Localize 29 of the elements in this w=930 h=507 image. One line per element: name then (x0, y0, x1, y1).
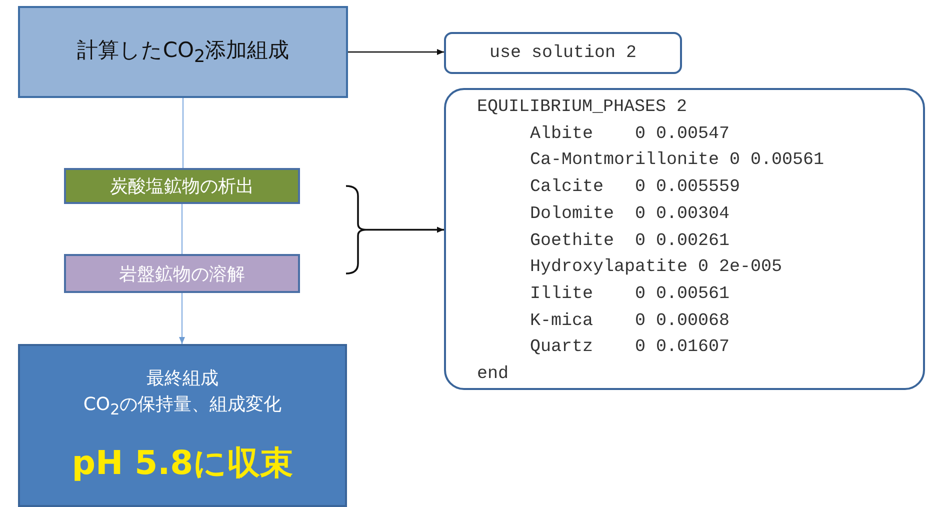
code-box (444, 88, 925, 390)
process-box (64, 254, 300, 293)
arrow (179, 293, 185, 344)
process-box (64, 168, 300, 204)
code-box (444, 32, 682, 74)
description-text: 最終組成 (146, 367, 218, 391)
bracket-arrow (345, 185, 445, 274)
code-line: end (477, 363, 509, 386)
description-text: CO$_{2}$の保持量、組成変化 (83, 393, 282, 421)
result-box (18, 344, 347, 507)
box-label: 計算したCO$_{2}$添加組成 (76, 37, 290, 68)
code-line: EQUILIBRIUM_PHASES 2 (477, 96, 688, 119)
connector-line (181, 204, 183, 254)
code-line: Hydroxylapatite 0 2e-005 (530, 256, 782, 280)
connector-line (182, 98, 184, 168)
code-line: use solution 2 (489, 42, 637, 65)
box-label: 炭酸塩鉱物の析出 (110, 175, 254, 198)
code-line: Illite 0 0.00561 (530, 282, 730, 306)
code-line: Ca-Montmorillonite 0 0.00561 (530, 149, 824, 172)
code-line: Goethite 0 0.00261 (530, 230, 730, 253)
code-line: Dolomite 0 0.00304 (530, 202, 730, 226)
process-box (18, 6, 348, 98)
code-line: Calcite 0 0.005559 (530, 176, 740, 200)
result-text: pH 5.8に収束 (72, 442, 294, 484)
code-line: K-mica 0 0.00068 (530, 310, 730, 333)
code-line: Albite 0 0.00547 (530, 122, 730, 146)
arrow (348, 49, 444, 55)
box-label: 岩盤鉱物の溶解 (119, 262, 245, 286)
code-line: Quartz 0 0.01607 (530, 336, 730, 360)
